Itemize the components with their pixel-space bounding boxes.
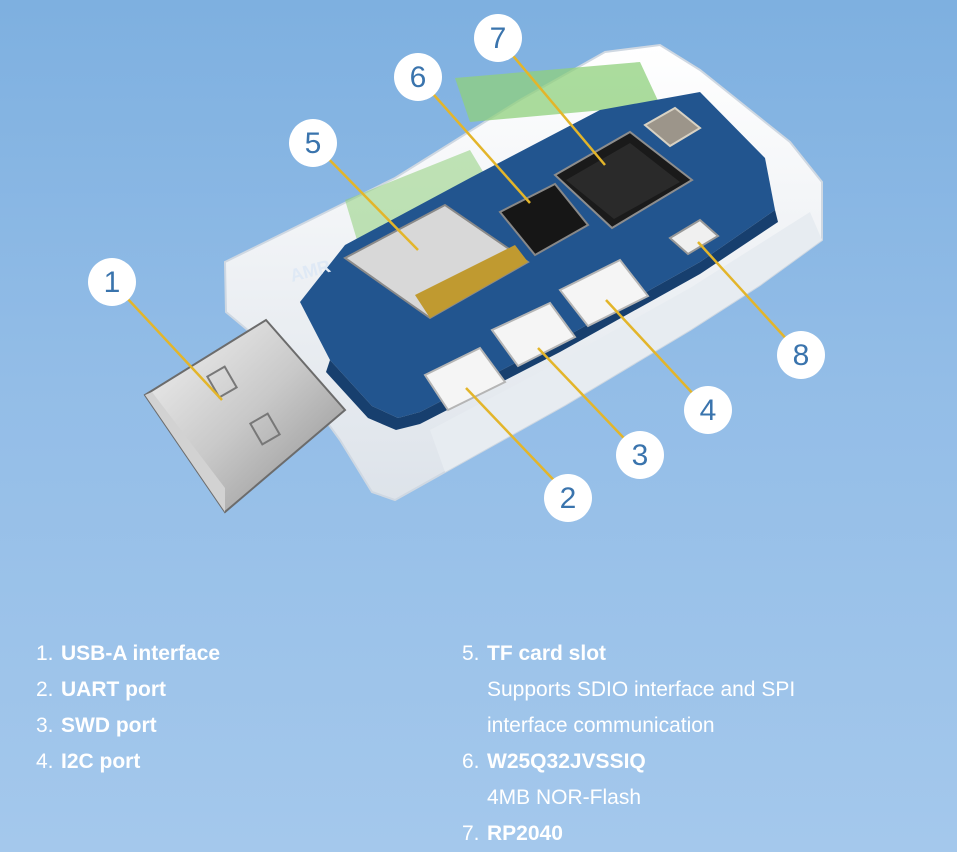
callout-4: 4 [684, 386, 732, 434]
callout-8: 8 [777, 331, 825, 379]
legend-item-tf-card: 5. TF card slot [462, 636, 942, 672]
legend-label: USB-A interface [61, 642, 221, 665]
boot-button [668, 218, 720, 256]
tf-card-slot [343, 203, 530, 320]
rp2040-chip [553, 130, 694, 230]
legend-description: interface communication [487, 714, 715, 737]
svg-text:2: 2 [560, 482, 577, 515]
callout-2: 2 [544, 474, 592, 522]
legend-left-column: 1. USB-A interface 2. UART port 3. SWD p… [36, 636, 436, 780]
usb-a-plug [143, 318, 347, 514]
callout-1: 1 [88, 258, 136, 306]
legend-number: 1. [36, 642, 54, 665]
callout-7: 7 [474, 14, 522, 62]
callout-5: 5 [289, 119, 337, 167]
svg-text:4: 4 [700, 394, 717, 427]
legend-description: 4MB NOR-Flash [487, 786, 642, 809]
legend-item-uart: 2. UART port [36, 672, 436, 708]
i2c-connector [558, 258, 650, 328]
leader-lines [111, 37, 802, 496]
swd-connector [490, 301, 577, 368]
legend-item-rp2040: 7. RP2040 [462, 816, 942, 852]
svg-text:6: 6 [410, 61, 427, 94]
legend-label: I2C port [61, 750, 141, 773]
flash-chip [498, 182, 590, 257]
uart-connector [423, 346, 507, 412]
legend-label: W25Q32JVSSIQ [487, 750, 646, 773]
legend-item-swd: 3. SWD port [36, 708, 436, 744]
svg-text:1: 1 [104, 266, 121, 299]
legend-item-i2c: 4. I2C port [36, 744, 436, 780]
legend-label: UART port [61, 678, 166, 701]
svg-text:8: 8 [793, 339, 810, 372]
legend-number: 3. [36, 714, 54, 737]
product-diagram: AMR [88, 14, 825, 522]
legend-right-column: 5. TF card slot Supports SDIO interface … [462, 636, 942, 852]
legend-label: TF card slot [487, 642, 607, 665]
legend-number: 6. [462, 750, 480, 773]
svg-text:5: 5 [305, 127, 322, 160]
callout-3: 3 [616, 431, 664, 479]
callout-6: 6 [394, 53, 442, 101]
legend-description: Supports SDIO interface and SPI [487, 678, 796, 701]
legend-number: 7. [462, 822, 480, 845]
crystal-component [643, 106, 702, 148]
legend-item-flash: 6. W25Q32JVSSIQ [462, 744, 942, 780]
legend-number: 4. [36, 750, 54, 773]
legend-number: 5. [462, 642, 480, 665]
svg-text:3: 3 [632, 439, 649, 472]
legend-number: 2. [36, 678, 54, 701]
legend-item-usb-a: 1. USB-A interface [36, 636, 436, 672]
svg-text:7: 7 [490, 22, 507, 55]
legend-label: SWD port [61, 714, 157, 737]
legend-label: RP2040 [487, 822, 563, 845]
